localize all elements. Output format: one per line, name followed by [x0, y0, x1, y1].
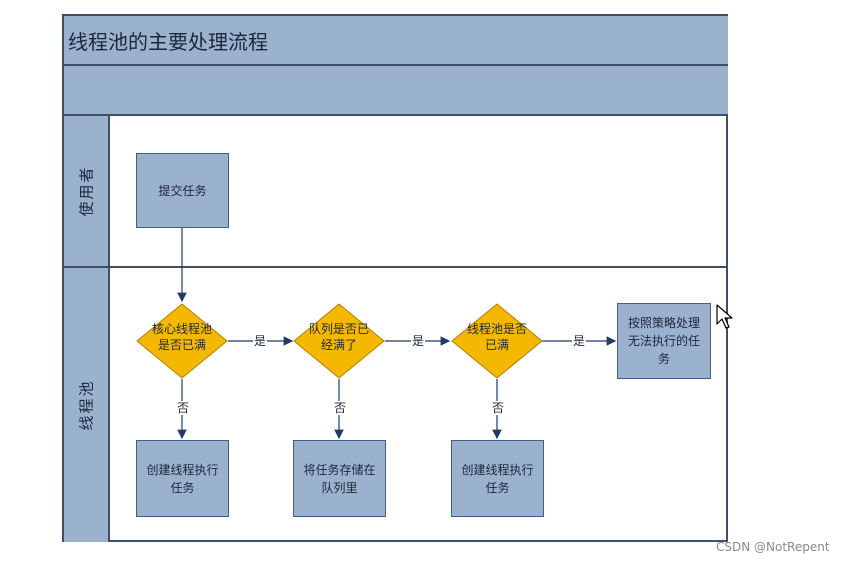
- edge-label-no-2: 否: [333, 401, 348, 415]
- node-submit-task: 提交任务: [136, 153, 229, 228]
- node-create-thread-2: 创建线程执行任务: [451, 440, 544, 517]
- mouse-cursor-icon: [716, 304, 733, 329]
- lane-label-pool: 线程池: [64, 268, 110, 542]
- lane-label-user: 使用者: [64, 116, 110, 266]
- node-submit-text: 提交任务: [158, 183, 207, 198]
- node-create1-text: 创建线程执行任务: [146, 462, 219, 495]
- node-create-thread-1: 创建线程执行任务: [136, 440, 229, 517]
- node-reject-text: 按照策略处理无法执行的任务: [627, 316, 700, 366]
- decision-queue-full: 队列是否已经满了: [293, 303, 385, 379]
- decision-core-pool-full: 核心线程池是否已满: [136, 303, 228, 379]
- decision-queue-text: 队列是否已经满了: [308, 322, 369, 352]
- decision-pool-full: 线程池是否已满: [451, 303, 543, 379]
- edge-label-yes-1: 是: [253, 334, 268, 348]
- decision-pool-text: 线程池是否已满: [466, 322, 527, 352]
- title-bar: 线程池的主要处理流程: [64, 16, 728, 66]
- node-reject-policy: 按照策略处理无法执行的任务: [617, 303, 711, 379]
- diagram-title: 线程池的主要处理流程: [68, 30, 268, 54]
- header-blank-bar: [64, 66, 728, 116]
- edge-label-yes-2: 是: [411, 334, 426, 348]
- decision-core-pool-text: 核心线程池是否已满: [151, 322, 212, 352]
- node-create2-text: 创建线程执行任务: [461, 462, 534, 495]
- lane-divider: [64, 266, 728, 268]
- watermark: CSDN @NotRepent: [716, 540, 830, 554]
- node-store-text: 将任务存储在队列里: [303, 462, 376, 495]
- edge-label-yes-3: 是: [572, 334, 587, 348]
- edge-label-no-1: 否: [176, 401, 191, 415]
- node-store-in-queue: 将任务存储在队列里: [293, 440, 386, 517]
- edge-label-no-3: 否: [491, 401, 506, 415]
